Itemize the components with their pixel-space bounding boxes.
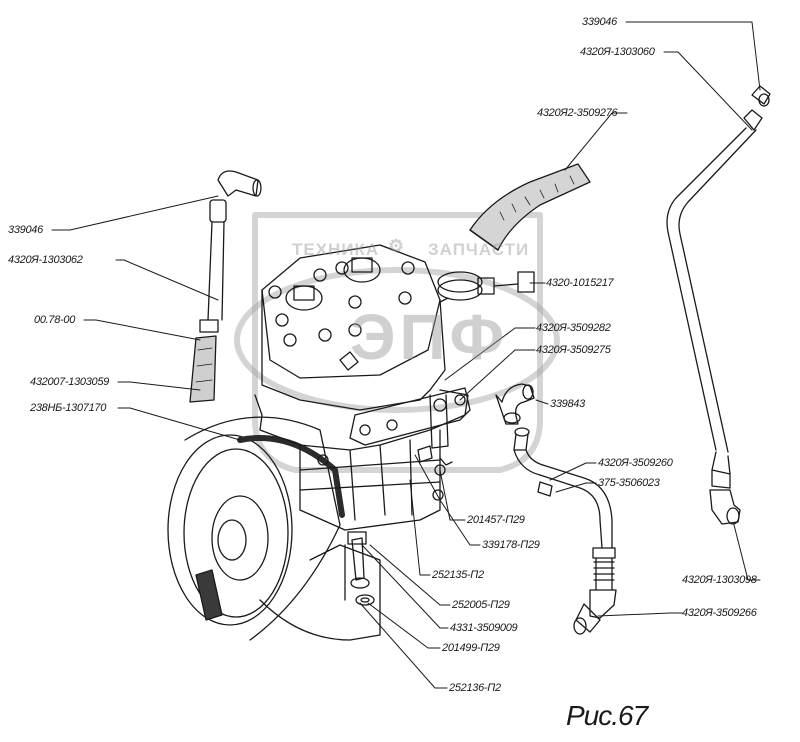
label-4320-1303098: 4320Я-1303098 [682,574,757,586]
label-00-78-00: 00.78-00 [34,314,76,326]
label-252005-p29: 252005-П29 [452,599,510,611]
elbow-339843 [495,383,535,425]
label-4320-3509275: 4320Я-3509275 [536,344,611,356]
figure-caption: Рис.67 [566,700,648,731]
label-375-3506023: 375-3506023 [598,477,660,489]
pulley [167,416,345,641]
watermark-gear-icon: ⚙ [388,236,406,256]
label-339178-p29: 339178-П29 [482,539,540,551]
leader-lines [51,21,761,689]
label-4320-3509282: 4320Я-3509282 [536,322,611,334]
label-339843: 339843 [550,398,585,410]
watermark-left-text: ТЕХНИКА [292,240,380,259]
label-4320r2-3509276: 4320Я2-3509276 [537,107,618,119]
label-201499-p29: 201499-П29 [442,642,500,654]
watermark-right-text: ЗАПЧАСТИ [428,240,530,259]
clamp [437,271,535,303]
label-4320-3509260: 4320Я-3509260 [598,457,673,469]
label-432007-1303059: 432007-1303059 [30,376,109,388]
fitting-252135 [417,445,453,466]
label-238nb-1307170: 238НБ-1307170 [30,402,107,414]
hose-3509276 [469,163,591,251]
label-252136-p2: 252136-П2 [449,682,501,694]
long-pipe [666,85,771,525]
label-252135-p2: 252135-П2 [432,569,484,581]
label-4320-1303060: 4320Я-1303060 [580,46,655,58]
left-hose-parts [189,170,262,403]
label-4331-3509009: 4331-3509009 [450,622,518,634]
label-339046-left: 339046 [8,224,43,236]
label-4320-1303062: 4320Я-1303062 [8,254,83,266]
tube-3509260 [513,427,617,635]
label-339046-top: 339046 [582,16,617,28]
label-201457-p29: 201457-П29 [467,514,525,526]
watermark-logo: ЭПФ [350,301,509,373]
compressor-body [254,244,471,641]
label-4320-3509266: 4320Я-3509266 [682,607,757,619]
bolt-assembly [347,531,375,606]
label-4320-1015217: 4320-1015217 [546,277,614,289]
